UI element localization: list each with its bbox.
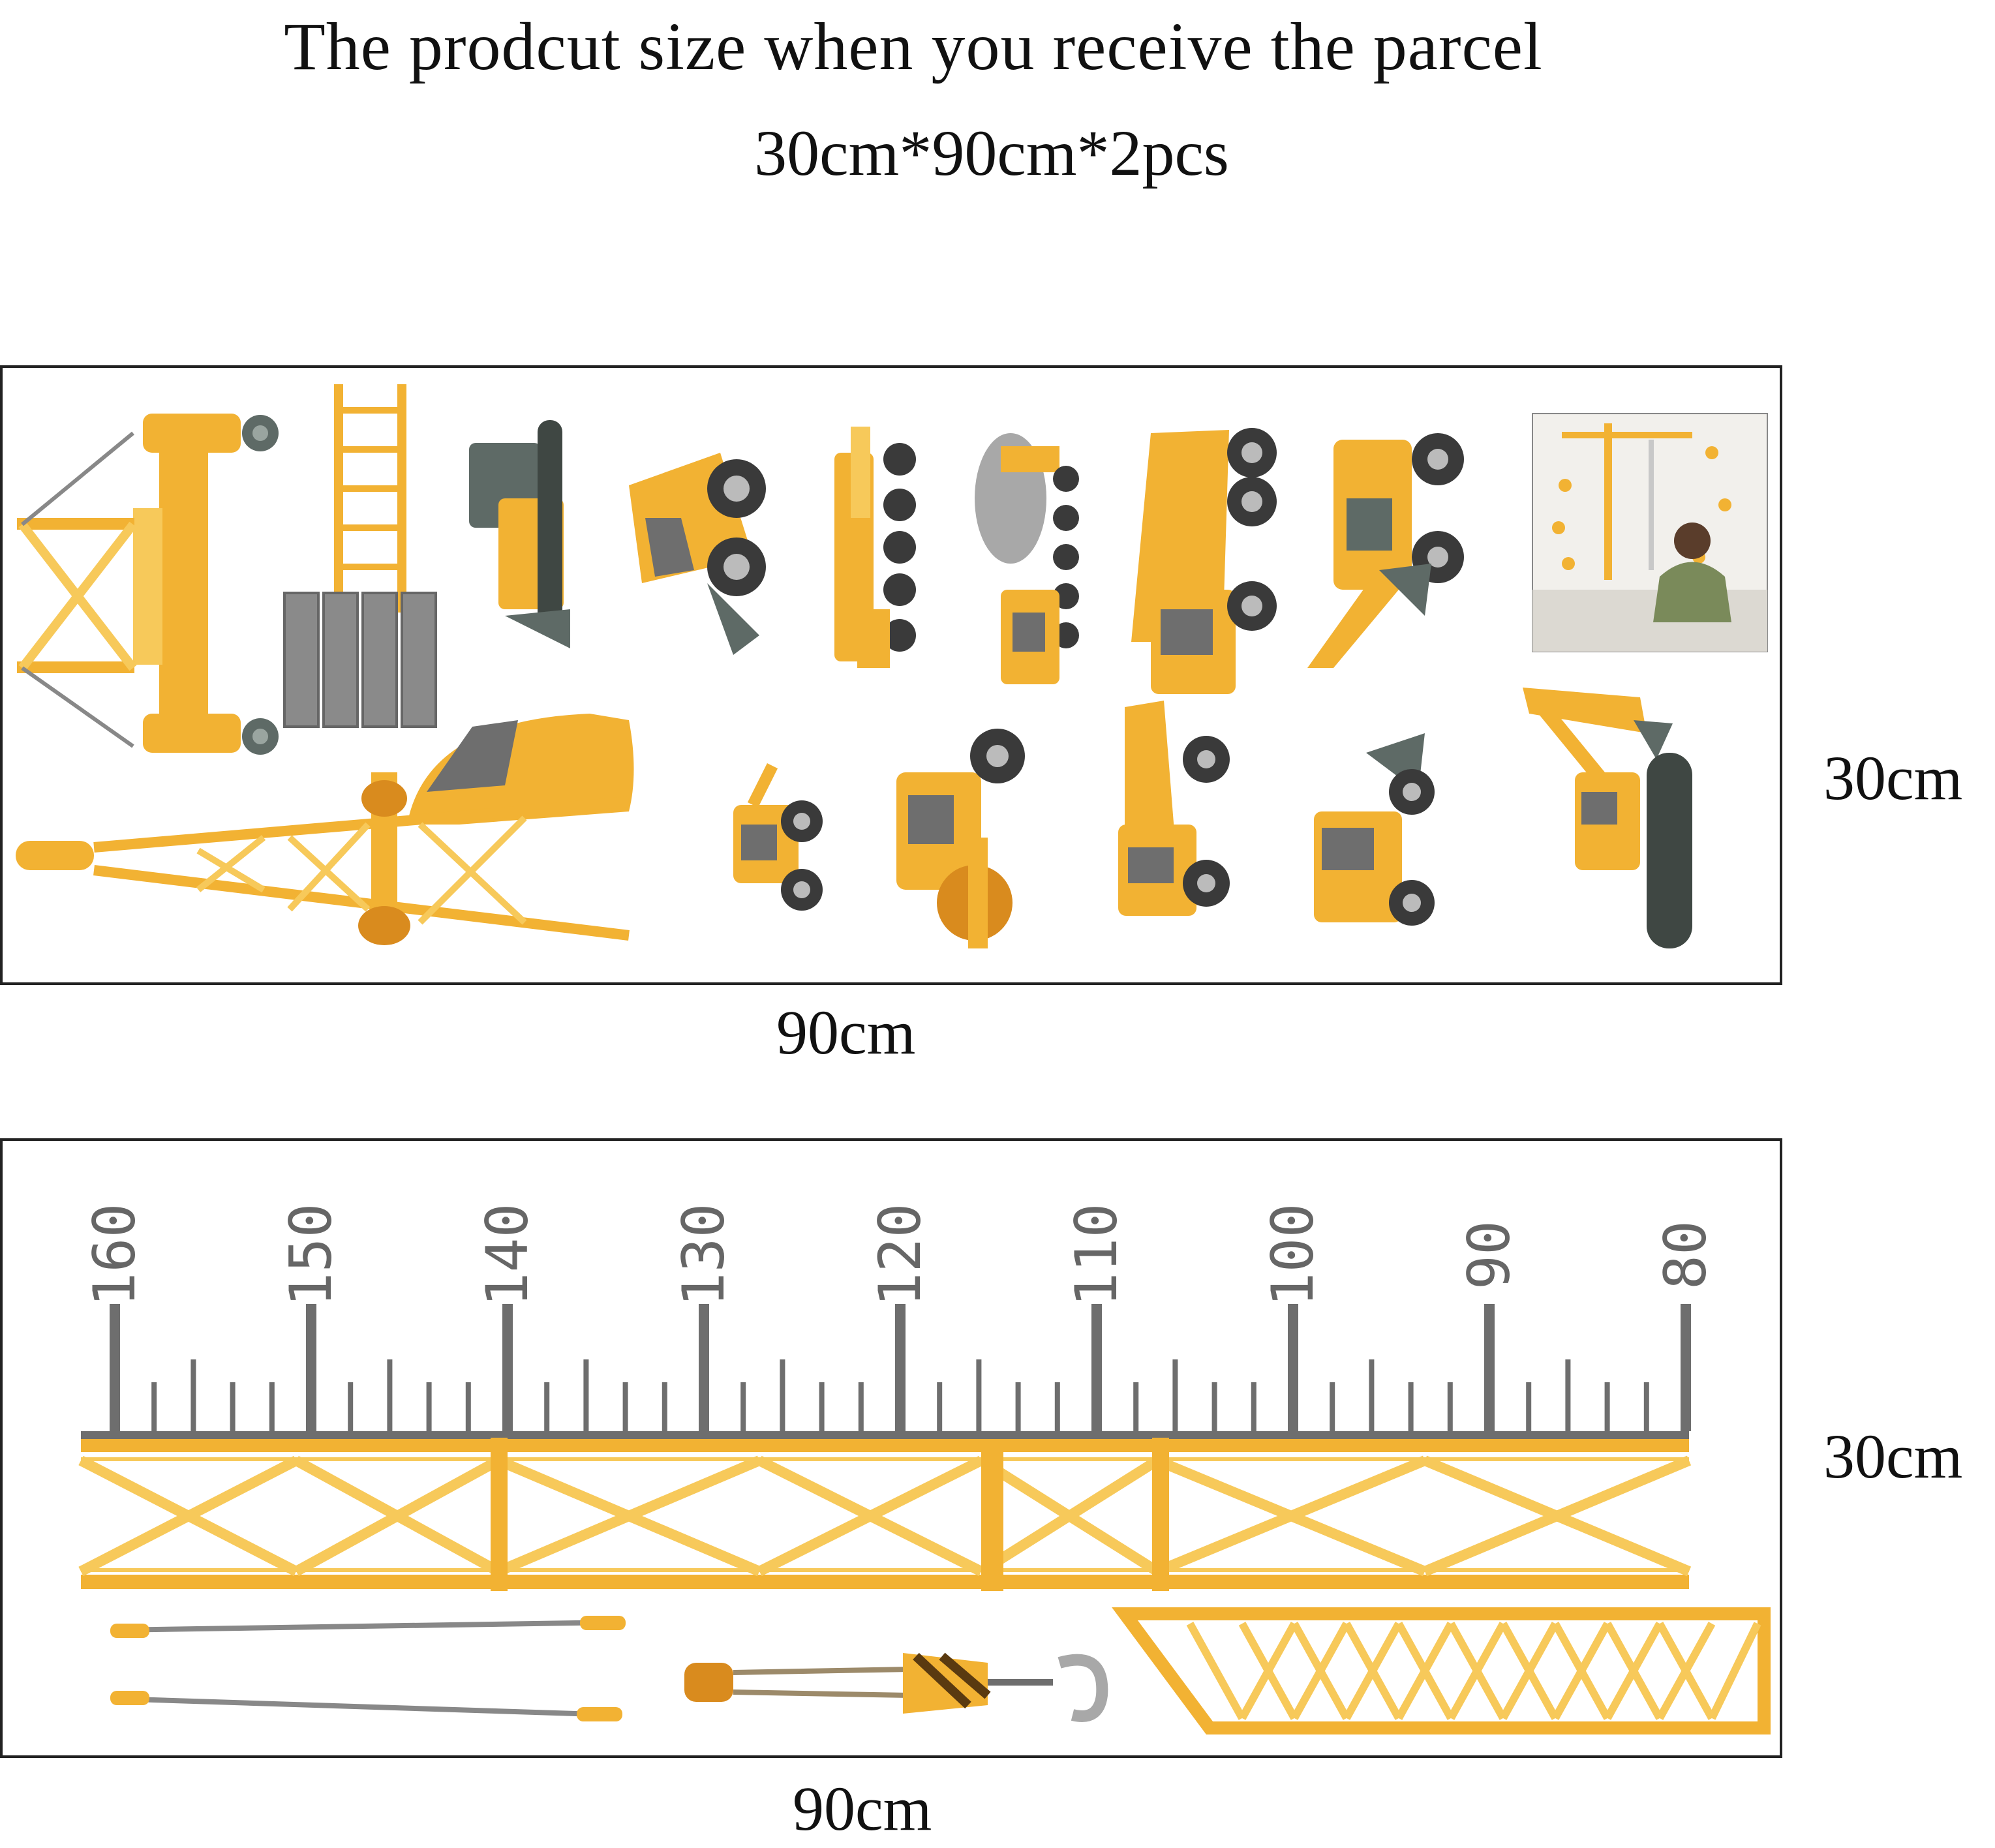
- crane-truck-sticker: [834, 427, 916, 668]
- ruler-labels: 160 150 140 130 120 110 100 90 80: [81, 1204, 1719, 1307]
- ruler-minor-tick: [387, 1359, 393, 1431]
- dump-truck-sticker: [1131, 428, 1277, 694]
- ruler-minor-tick: [348, 1382, 354, 1431]
- crane-hook-sticker: [684, 1652, 1108, 1722]
- wheel-loader-sticker: [629, 453, 766, 655]
- ruler-minor-tick: [583, 1359, 589, 1431]
- ruler-label: 100: [1259, 1204, 1326, 1307]
- small-excavator-sticker: [733, 763, 823, 911]
- ruler-ticks: [110, 1304, 1691, 1431]
- crane-boom-sticker: [16, 714, 634, 945]
- ruler-major-tick: [1484, 1304, 1495, 1431]
- truss-sticker: [78, 1438, 1692, 1591]
- tracked-excavator-sticker: [1523, 688, 1692, 948]
- sheet-1-artwork: [16, 384, 1768, 948]
- ruler-label: 110: [1063, 1204, 1130, 1307]
- jib-section-sticker: [1112, 1607, 1771, 1734]
- ruler-minor-tick: [858, 1382, 864, 1431]
- ruler-minor-tick: [1447, 1382, 1453, 1431]
- ruler-major-tick: [1288, 1304, 1298, 1431]
- concrete-blocks-sticker: [283, 592, 437, 728]
- tie-rods-sticker: [110, 1616, 626, 1721]
- ruler-minor-tick: [622, 1382, 628, 1431]
- ruler-label: 80: [1652, 1220, 1719, 1290]
- page-subtitle: 30cm*90cm*2pcs: [754, 117, 1229, 189]
- ruler-minor-tick: [780, 1359, 785, 1431]
- ruler-minor-tick: [269, 1382, 275, 1431]
- ruler-minor-tick: [151, 1382, 157, 1431]
- ruler-minor-tick: [544, 1382, 550, 1431]
- ruler-minor-tick: [740, 1382, 746, 1431]
- ruler-label: 90: [1455, 1220, 1523, 1290]
- ruler-major-tick: [895, 1304, 906, 1431]
- ruler-minor-tick: [1172, 1359, 1178, 1431]
- ruler-minor-tick: [1369, 1359, 1375, 1431]
- ruler-label: 120: [866, 1204, 934, 1307]
- ruler-minor-tick: [1408, 1382, 1414, 1431]
- ruler-minor-tick: [1604, 1382, 1610, 1431]
- bulldozer-sticker: [469, 420, 570, 648]
- front-loader-sticker: [1307, 433, 1464, 668]
- ruler-label: 140: [474, 1204, 541, 1307]
- ruler-minor-tick: [819, 1382, 825, 1431]
- tipper-truck-sticker: [1118, 701, 1230, 916]
- sheet-2-height-label: 30cm: [1823, 1421, 1963, 1491]
- sheet-1-width-label: 90cm: [776, 997, 916, 1067]
- wall-sticker-preview-photo: [1532, 413, 1768, 652]
- ruler-minor-tick: [1133, 1382, 1139, 1431]
- sheet-2-artwork: 160 150 140 130 120 110 100 90 80: [78, 1204, 1771, 1734]
- ruler-minor-tick: [937, 1382, 943, 1431]
- ruler-minor-tick: [1526, 1382, 1532, 1431]
- sheet-2-width-label: 90cm: [793, 1774, 932, 1843]
- ruler-minor-tick: [465, 1382, 471, 1431]
- cement-mixer-sticker: [975, 433, 1079, 684]
- ruler-minor-tick: [662, 1382, 667, 1431]
- road-roller-sticker: [896, 729, 1025, 948]
- ruler-major-tick: [502, 1304, 513, 1431]
- ruler-major-tick: [1091, 1304, 1102, 1431]
- ladder-sticker: [334, 384, 406, 613]
- ruler-minor-tick: [230, 1382, 236, 1431]
- ruler-minor-tick: [426, 1382, 432, 1431]
- ruler-minor-tick: [976, 1359, 982, 1431]
- ruler-minor-tick: [1211, 1382, 1217, 1431]
- ruler-minor-tick: [1251, 1382, 1256, 1431]
- ruler-minor-tick: [1015, 1382, 1021, 1431]
- ruler-baseline: [81, 1431, 1689, 1439]
- ruler-minor-tick: [1565, 1359, 1571, 1431]
- ruler-major-tick: [306, 1304, 316, 1431]
- ruler-label: 150: [277, 1204, 344, 1307]
- ruler-major-tick: [699, 1304, 709, 1431]
- crane-tower-top-sticker: [17, 414, 279, 755]
- ruler-label: 130: [670, 1204, 737, 1307]
- sticker-sheet-2: 160 150 140 130 120 110 100 90 80: [0, 1138, 1782, 1758]
- ruler-major-tick: [1681, 1304, 1691, 1431]
- ruler-minor-tick: [1330, 1382, 1335, 1431]
- skid-loader-sticker: [1314, 733, 1435, 926]
- sheet-1-height-label: 30cm: [1823, 743, 1963, 813]
- sticker-sheet-1: [0, 365, 1782, 985]
- page-title: The prodcut size when you receive the pa…: [284, 9, 1543, 84]
- ruler-minor-tick: [1054, 1382, 1060, 1431]
- ruler-minor-tick: [1643, 1382, 1649, 1431]
- ruler-minor-tick: [190, 1359, 196, 1431]
- ruler-label: 160: [81, 1204, 148, 1307]
- ruler-major-tick: [110, 1304, 120, 1431]
